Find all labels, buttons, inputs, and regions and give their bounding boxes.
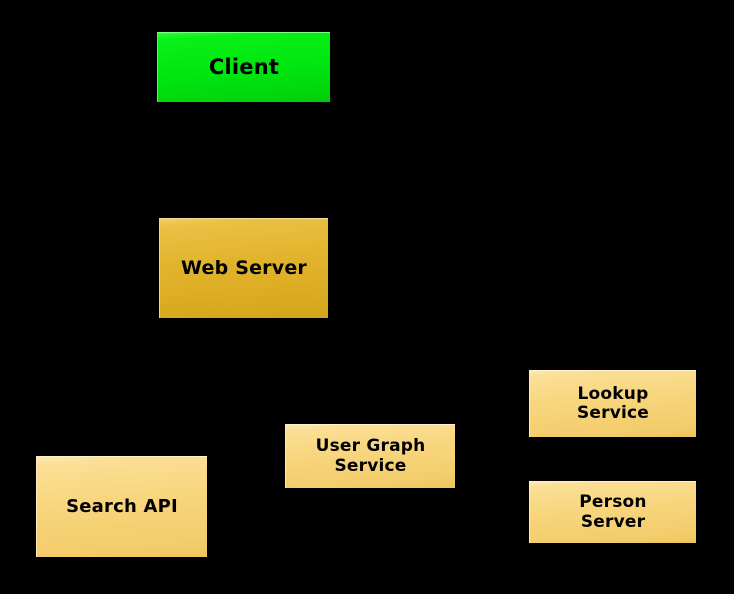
diagram-node-search-api[interactable]: Search API bbox=[36, 456, 207, 557]
diagram-node-lookup-service[interactable]: Lookup Service bbox=[529, 370, 696, 437]
diagram-node-web-server[interactable]: Web Server bbox=[159, 218, 328, 318]
node-label-web-server: Web Server bbox=[181, 256, 307, 279]
node-label-client: Client bbox=[208, 54, 280, 79]
node-label-search-api: Search API bbox=[66, 495, 178, 517]
diagram-node-person-server[interactable]: Person Server bbox=[529, 481, 696, 543]
node-label-user-graph-service: User Graph Service bbox=[315, 436, 426, 476]
node-label-person-server: Person Server bbox=[579, 492, 647, 532]
diagram-node-client[interactable]: Client bbox=[157, 32, 330, 102]
node-label-lookup-service: Lookup Service bbox=[576, 383, 650, 423]
diagram-node-user-graph-service[interactable]: User Graph Service bbox=[285, 424, 455, 488]
